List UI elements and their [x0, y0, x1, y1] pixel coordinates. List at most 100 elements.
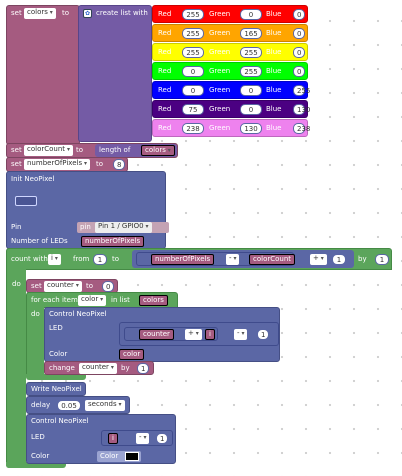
variable-dropdown-color[interactable]: color	[78, 295, 107, 306]
variable-dropdown-counter[interactable]: counter	[79, 363, 117, 374]
number-value[interactable]: 1	[137, 363, 149, 374]
green-value[interactable]: 255	[240, 47, 262, 58]
variable-i-reporter[interactable]: i	[108, 433, 118, 444]
variable-colors-reporter[interactable]: colors	[139, 295, 168, 306]
number-value[interactable]: 8	[113, 159, 125, 170]
pin-dropdown[interactable]: Pin 1 / GPIO0	[95, 222, 152, 233]
color-label: Color	[31, 452, 50, 460]
variable-colors-reporter[interactable]: colors	[141, 145, 175, 156]
blue-value[interactable]: 238	[293, 123, 310, 134]
variable-color-reporter[interactable]: color	[119, 349, 145, 360]
number-value[interactable]: 1	[156, 433, 168, 444]
for-each-footer	[26, 374, 86, 380]
neopixel-strip-icon	[15, 196, 37, 206]
by-label: by	[358, 255, 367, 263]
variable-dropdown-numberofpixels[interactable]: numberOfPixels	[24, 159, 91, 170]
control-neopixel-block[interactable]: Control NeoPixel LED i - 1 Color Color	[26, 414, 176, 464]
blue-value[interactable]: 0	[293, 66, 305, 77]
loop-variable-dropdown-i[interactable]: i	[48, 254, 61, 265]
operator-dropdown-plus[interactable]: +	[185, 329, 202, 340]
blue-value[interactable]: 0	[293, 9, 305, 20]
variable-dropdown-colors[interactable]: colors	[24, 8, 56, 19]
red-value[interactable]: 75	[182, 104, 204, 115]
red-value[interactable]: 255	[182, 9, 204, 20]
red-value[interactable]: 255	[182, 28, 204, 39]
for-each-block[interactable]: for each item color in list colors	[26, 292, 178, 308]
count-with-loop-block[interactable]: count with i from 1 to numberOfPixels - …	[6, 248, 392, 270]
variable-colorcount-reporter[interactable]: colorCount	[249, 254, 296, 265]
create-list-block[interactable]: ✿ create list with	[78, 5, 152, 142]
control-neopixel-block[interactable]: Control NeoPixel LED counter + i - 1 Col…	[44, 307, 280, 362]
create-list-label: create list with	[96, 9, 148, 17]
green-value[interactable]: 0	[240, 104, 262, 115]
do-label: do	[31, 310, 40, 318]
from-number[interactable]: 1	[93, 254, 107, 265]
blue-label: Blue	[266, 29, 282, 37]
green-label: Green	[209, 86, 231, 94]
math-add-block[interactable]: counter + i	[124, 327, 218, 341]
set-colors-block[interactable]: set colors to	[6, 5, 80, 145]
green-value[interactable]: 255	[240, 66, 262, 77]
length-of-block[interactable]: length of colors	[95, 144, 177, 157]
set-numberofpixels-block[interactable]: set numberOfPixels to 8	[6, 157, 128, 172]
variable-numberofpixels-reporter[interactable]: numberOfPixels	[151, 254, 215, 265]
red-value[interactable]: 0	[182, 66, 204, 77]
set-counter-block[interactable]: set counter to 0	[26, 279, 118, 293]
init-neopixel-block[interactable]: Init NeoPixel Pin pin Pin 1 / GPIO0 Numb…	[6, 171, 169, 249]
delay-block[interactable]: delay 0.05 seconds	[26, 396, 130, 414]
blue-value[interactable]: 0	[293, 47, 305, 58]
delay-unit-dropdown[interactable]: seconds	[85, 400, 125, 411]
green-value[interactable]: 130	[240, 123, 262, 134]
red-value[interactable]: 255	[182, 47, 204, 58]
green-label: Green	[209, 29, 231, 37]
delay-value[interactable]: 0.05	[57, 400, 81, 411]
set-colorcount-block[interactable]: set colorCount to length of colors	[6, 143, 178, 158]
operator-dropdown-minus[interactable]: -	[136, 433, 150, 444]
variable-dropdown-colorcount[interactable]: colorCount	[24, 145, 73, 156]
to-keyword: to	[76, 146, 84, 154]
operator-dropdown-plus[interactable]: +	[310, 254, 327, 265]
variable-counter-reporter[interactable]: counter	[139, 329, 174, 340]
by-number[interactable]: 1	[375, 254, 389, 265]
math-arithmetic-block[interactable]: numberOfPixels - colorCount + 1	[132, 250, 354, 268]
change-counter-block[interactable]: change counter by 1	[44, 361, 154, 375]
green-label: Green	[209, 67, 231, 75]
red-label: Red	[158, 10, 172, 18]
math-subtract-block[interactable]: numberOfPixels - colorCount	[136, 252, 296, 266]
variable-i-reporter[interactable]: i	[205, 329, 215, 340]
red-value[interactable]: 238	[182, 123, 204, 134]
blue-value[interactable]: 255	[293, 85, 310, 96]
operator-dropdown-minus[interactable]: -	[226, 254, 240, 265]
number-of-leds-label: Number of LEDs	[11, 237, 68, 245]
math-subtract-block[interactable]: counter + i - 1	[119, 322, 279, 346]
green-value[interactable]: 0	[240, 85, 262, 96]
write-neopixel-block[interactable]: Write NeoPixel	[26, 382, 86, 396]
math-subtract-block[interactable]: i - 1	[101, 430, 173, 446]
mutator-gear-icon[interactable]: ✿	[83, 9, 92, 18]
set-keyword: set	[11, 146, 22, 154]
set-keyword: set	[11, 160, 22, 168]
blue-value[interactable]: 0	[293, 28, 305, 39]
number-value[interactable]: 0	[102, 281, 114, 292]
change-keyword: change	[49, 364, 75, 372]
color-swatch[interactable]	[125, 452, 139, 461]
variable-dropdown-counter[interactable]: counter	[44, 281, 82, 292]
number-value[interactable]: 1	[257, 329, 269, 340]
variable-numberofpixels-reporter[interactable]: numberOfPixels	[81, 236, 145, 247]
green-value[interactable]: 165	[240, 28, 262, 39]
blue-value[interactable]: 130	[293, 104, 310, 115]
operator-dropdown-minus[interactable]: -	[234, 329, 248, 340]
green-value[interactable]: 0	[240, 9, 262, 20]
red-label: Red	[158, 105, 172, 113]
color-picker-block[interactable]: Color	[97, 451, 141, 462]
red-value[interactable]: 0	[182, 85, 204, 96]
number-value[interactable]: 1	[332, 254, 346, 265]
to-keyword: to	[62, 9, 70, 17]
